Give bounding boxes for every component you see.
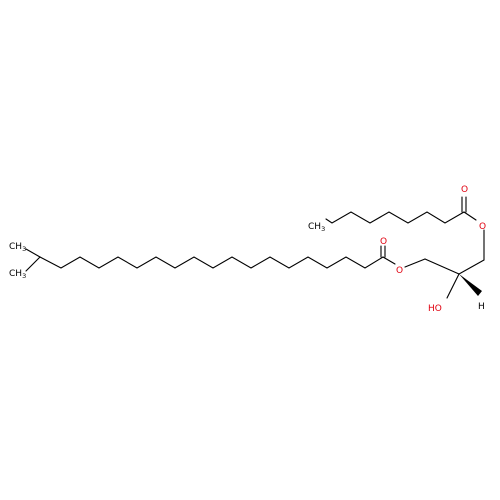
bond-alkyl-backbone (39, 256, 384, 269)
glycerol-backbone (404, 229, 485, 299)
ester-oxygen-left: O (396, 266, 403, 276)
methyl-lower-label: CH3 (9, 269, 26, 280)
bond-chiral-c-to-ch2-right (458, 259, 485, 275)
methyl-octanoyl-label: CH3 (308, 222, 325, 233)
ester-oxygen-top: O (479, 222, 486, 232)
bond-carbonyl-to-ester-o-left (382, 256, 396, 265)
octanoyl-chain (325, 196, 477, 224)
hydroxyl-label: HO (428, 304, 442, 314)
methyl-upper-label: CH3 (9, 242, 26, 253)
carbonyl-oxygen-top: O (461, 185, 468, 195)
stereo-wedge-bond (459, 274, 482, 296)
bond-ester-o-to-ch2-left (404, 258, 426, 268)
carbonyl-oxygen-left: O (380, 237, 387, 247)
bond-ch3-lower (25, 256, 41, 272)
bond-ch2-to-chiral-c (424, 258, 460, 275)
bond-octanoyl-backbone (325, 211, 465, 224)
bond-chiral-c-to-oh (446, 273, 460, 299)
isostearoyl-chain (25, 245, 396, 272)
stereo-hydrogen-label: H (478, 302, 485, 312)
bond-ester-o-top-to-carbonyl (463, 211, 477, 221)
bond-ch3-upper (25, 248, 41, 258)
